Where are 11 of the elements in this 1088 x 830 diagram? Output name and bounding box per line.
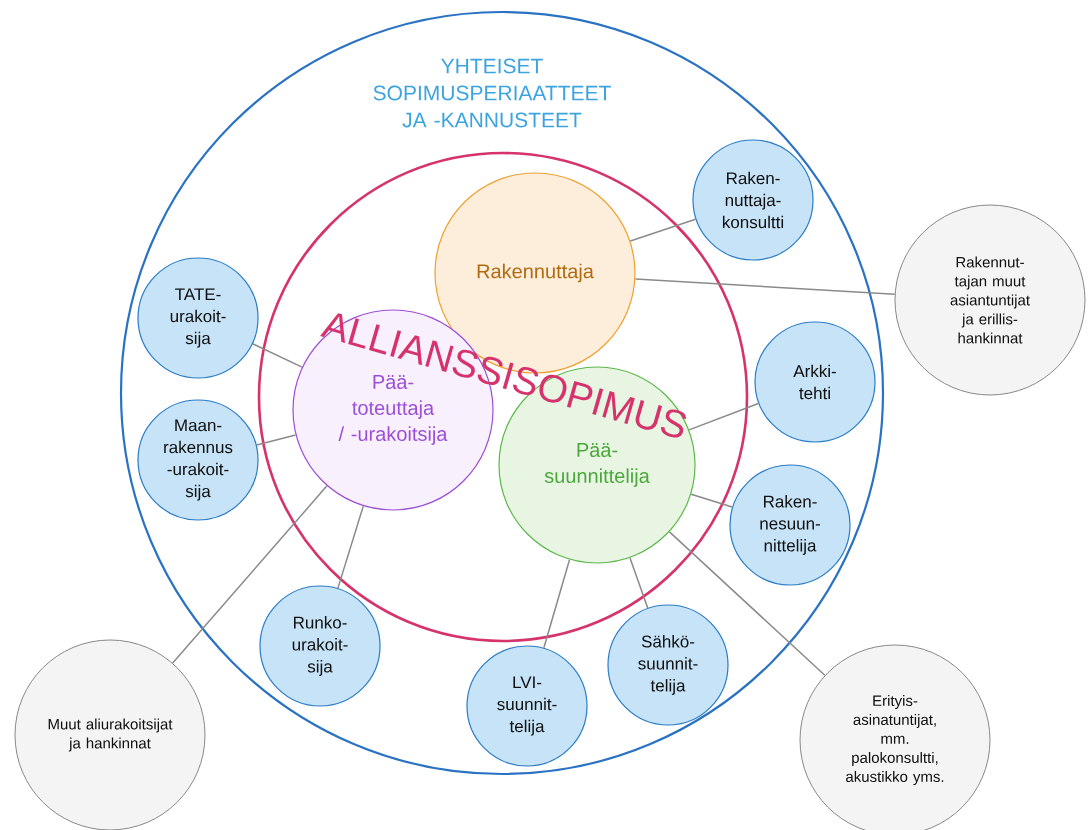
connector-line <box>668 531 826 676</box>
connector-line <box>255 434 297 446</box>
connector-line <box>688 402 760 431</box>
connector-line <box>171 485 328 664</box>
connector-line <box>543 558 571 649</box>
connector-line <box>690 493 733 508</box>
connector-line <box>337 505 365 589</box>
connector-line <box>252 343 303 368</box>
connector-line <box>629 218 697 242</box>
connector-line <box>629 557 649 609</box>
connector-line <box>634 278 896 296</box>
